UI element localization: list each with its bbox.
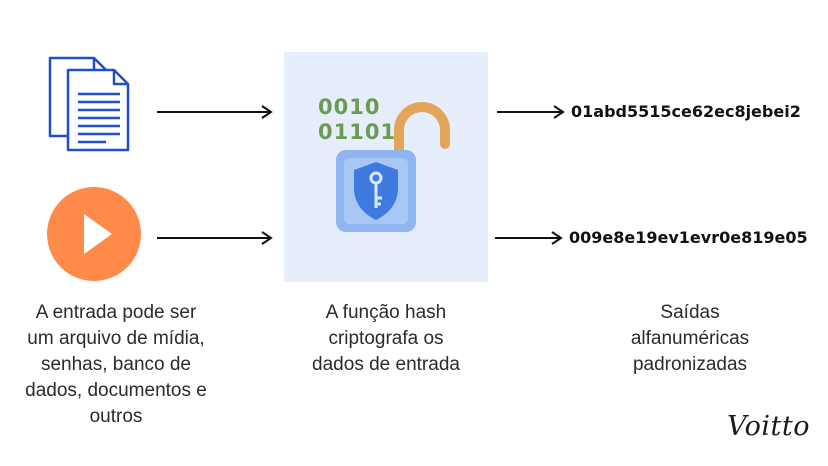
- caption-line: criptografa os: [328, 328, 444, 349]
- caption-line: outros: [89, 406, 143, 427]
- hash-function-panel: 0010 01101: [284, 52, 488, 282]
- binary-top: 0010: [318, 95, 380, 119]
- caption-line: dados, documentos e: [25, 380, 207, 401]
- documents-icon: [42, 50, 142, 155]
- binary-bottom: 01101: [318, 120, 396, 144]
- caption-line: Saídas: [660, 302, 720, 323]
- media-play-icon: [46, 186, 142, 282]
- hash-function-caption: A função hash criptografa os dados de en…: [284, 300, 488, 378]
- caption-line: senhas, banco de: [40, 354, 191, 375]
- arrow-hash-to-output-2: [495, 230, 565, 246]
- caption-line: A função hash: [325, 302, 447, 323]
- voitto-logo: Voitto: [727, 411, 810, 442]
- output-hash-1: 01abd5515ce62ec8jebei2: [571, 102, 801, 121]
- caption-line: A entrada pode ser: [35, 302, 197, 323]
- caption-line: padronizadas: [632, 354, 748, 375]
- caption-line: dados de entrada: [312, 354, 460, 375]
- output-hash-2: 009e8e19ev1evr0e819e05: [569, 228, 808, 247]
- arrow-media-to-hash: [157, 230, 275, 246]
- encrypted-lock-icon: 0010 01101: [318, 95, 450, 232]
- arrow-hash-to-output-1: [497, 104, 567, 120]
- caption-line: um arquivo de mídia,: [27, 328, 205, 349]
- outputs-caption: Saídas alfanuméricas padronizadas: [580, 300, 800, 378]
- caption-line: alfanuméricas: [630, 328, 750, 349]
- arrow-document-to-hash: [157, 104, 275, 120]
- inputs-caption: A entrada pode ser um arquivo de mídia, …: [0, 300, 232, 430]
